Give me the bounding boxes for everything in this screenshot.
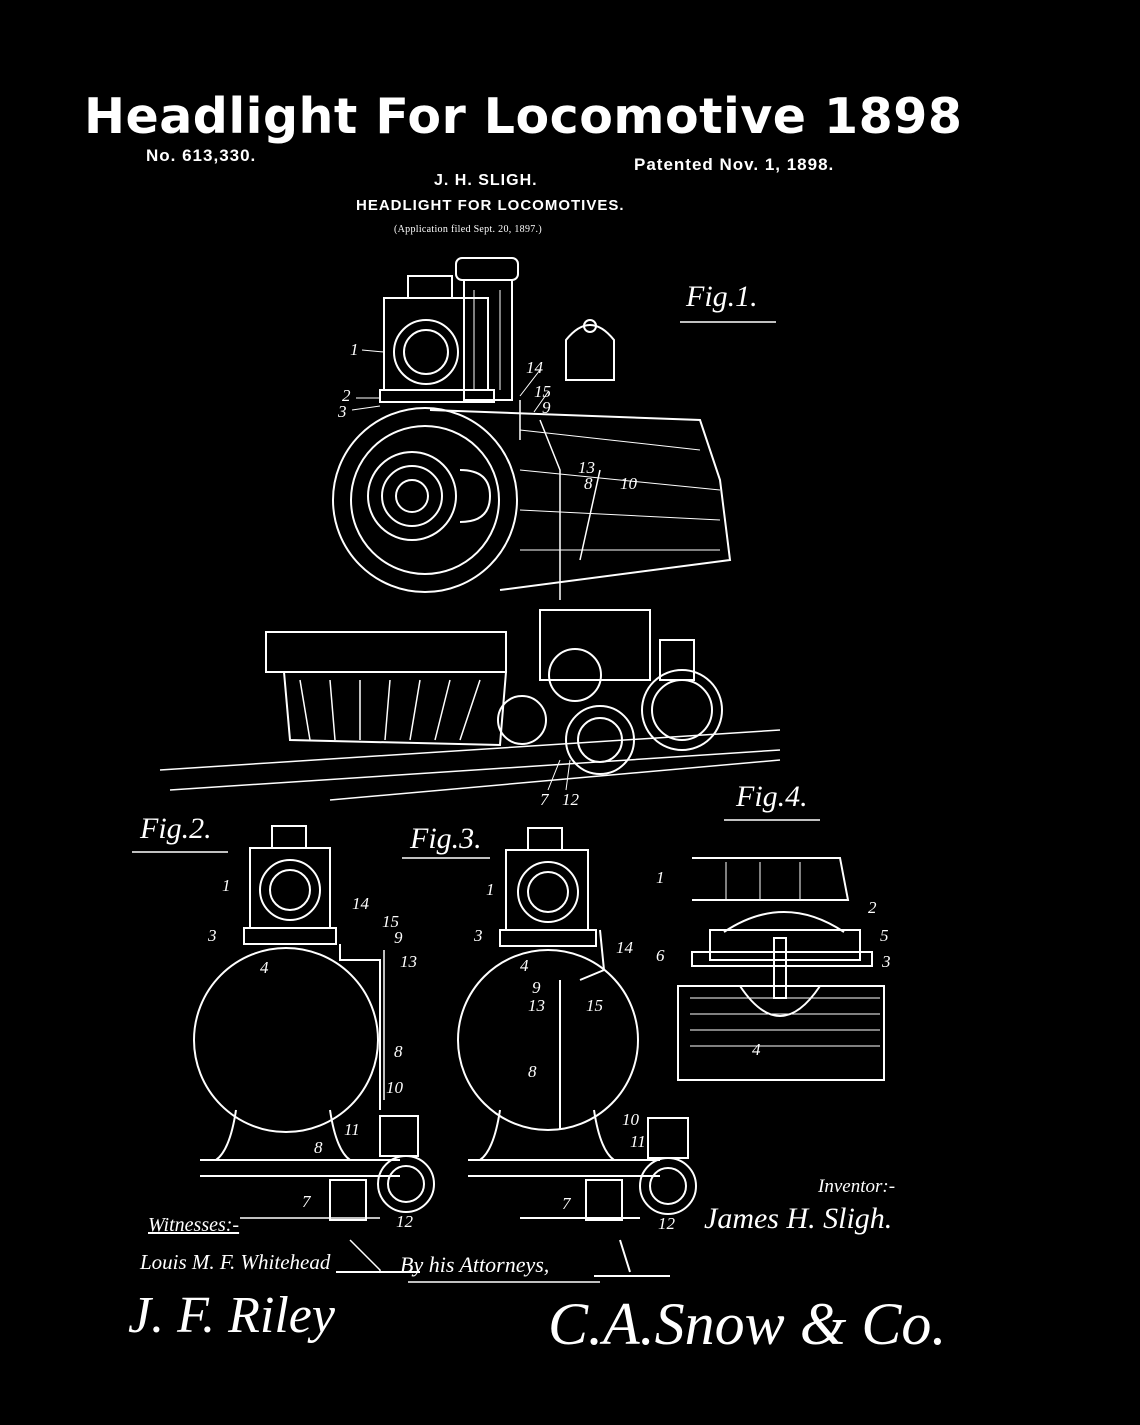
- ref-numeral: 12: [562, 790, 579, 809]
- ref-numeral: 10: [620, 474, 637, 493]
- ref-numeral: 11: [630, 1132, 646, 1151]
- ref-numeral: 1: [486, 880, 495, 899]
- witness-signature-2: J. F. Riley: [128, 1287, 335, 1344]
- ref-numeral: 13: [400, 952, 417, 971]
- patent-subject: HEADLIGHT FOR LOCOMOTIVES.: [356, 197, 625, 214]
- fig4-label: Fig.4.: [736, 780, 808, 813]
- fig3-side-view-drawing: [457, 827, 697, 1277]
- fig3-label: Fig.3.: [410, 822, 482, 855]
- inventor-signature: James H. Sligh.: [704, 1202, 893, 1235]
- ref-numeral: 8: [528, 1062, 537, 1081]
- patent-inventor: J. H. SLIGH.: [434, 172, 538, 189]
- ref-numeral: 4: [520, 956, 529, 975]
- witnesses-label: Witnesses:-: [148, 1214, 240, 1236]
- ref-numeral: 4: [752, 1040, 761, 1059]
- ref-numeral: 8: [314, 1138, 323, 1157]
- ref-numeral: 15: [534, 382, 551, 401]
- ref-numeral: 4: [260, 958, 269, 977]
- patent-date: Patented Nov. 1, 1898.: [634, 155, 835, 174]
- ref-numeral: 15: [586, 996, 603, 1015]
- witness-signature-1: Louis M. F. Whitehead: [140, 1250, 331, 1274]
- ref-numeral: 1: [222, 876, 231, 895]
- ref-numeral: 9: [542, 398, 551, 417]
- fig1-label: Fig.1.: [686, 280, 758, 313]
- ref-numeral: 1: [656, 868, 665, 887]
- attorneys-label: By his Attorneys,: [400, 1252, 550, 1277]
- attorney-signature: C.A.Snow & Co.: [548, 1291, 947, 1357]
- fig2-front-view-drawing: [193, 825, 435, 1273]
- ref-numeral: 14: [352, 894, 369, 913]
- fig4-detail-drawing: [677, 857, 885, 1081]
- ref-numeral: 13: [528, 996, 545, 1015]
- ref-numeral: 8: [584, 474, 593, 493]
- ref-numeral: 14: [616, 938, 633, 957]
- ref-numeral: 1: [350, 340, 359, 359]
- ref-numeral: 2: [342, 386, 351, 405]
- ref-numeral: 12: [658, 1214, 675, 1233]
- ref-numeral: 2: [868, 898, 877, 917]
- ref-numeral: 14: [526, 358, 543, 377]
- application-filed-note: (Application filed Sept. 20, 1897.): [394, 224, 542, 235]
- ref-numeral: 12: [396, 1212, 413, 1231]
- poster-title: Headlight For Locomotive 1898: [84, 88, 963, 145]
- fig2-label: Fig.2.: [140, 812, 212, 845]
- ref-numeral: 3: [338, 402, 347, 421]
- ref-numeral: 13: [578, 458, 595, 477]
- ref-numeral: 7: [562, 1194, 571, 1213]
- patent-number: No. 613,330.: [146, 146, 257, 165]
- ref-numeral: 7: [302, 1192, 311, 1211]
- ref-numeral: 10: [622, 1110, 639, 1129]
- ref-numeral: 9: [532, 978, 541, 997]
- ref-numeral: 15: [382, 912, 399, 931]
- ref-numeral: 5: [880, 926, 889, 945]
- ref-numeral: 6: [656, 946, 665, 965]
- ref-numeral: 7: [540, 790, 549, 809]
- ref-numeral: 3: [474, 926, 483, 945]
- ref-numeral: 8: [394, 1042, 403, 1061]
- ref-numeral: 9: [394, 928, 403, 947]
- ref-numeral: 3: [882, 952, 891, 971]
- ref-numeral: 11: [344, 1120, 360, 1139]
- fig1-locomotive-drawing: [159, 257, 781, 801]
- ref-numeral: 10: [386, 1078, 403, 1097]
- ref-numeral: 3: [208, 926, 217, 945]
- inventor-label: Inventor:-: [818, 1176, 896, 1197]
